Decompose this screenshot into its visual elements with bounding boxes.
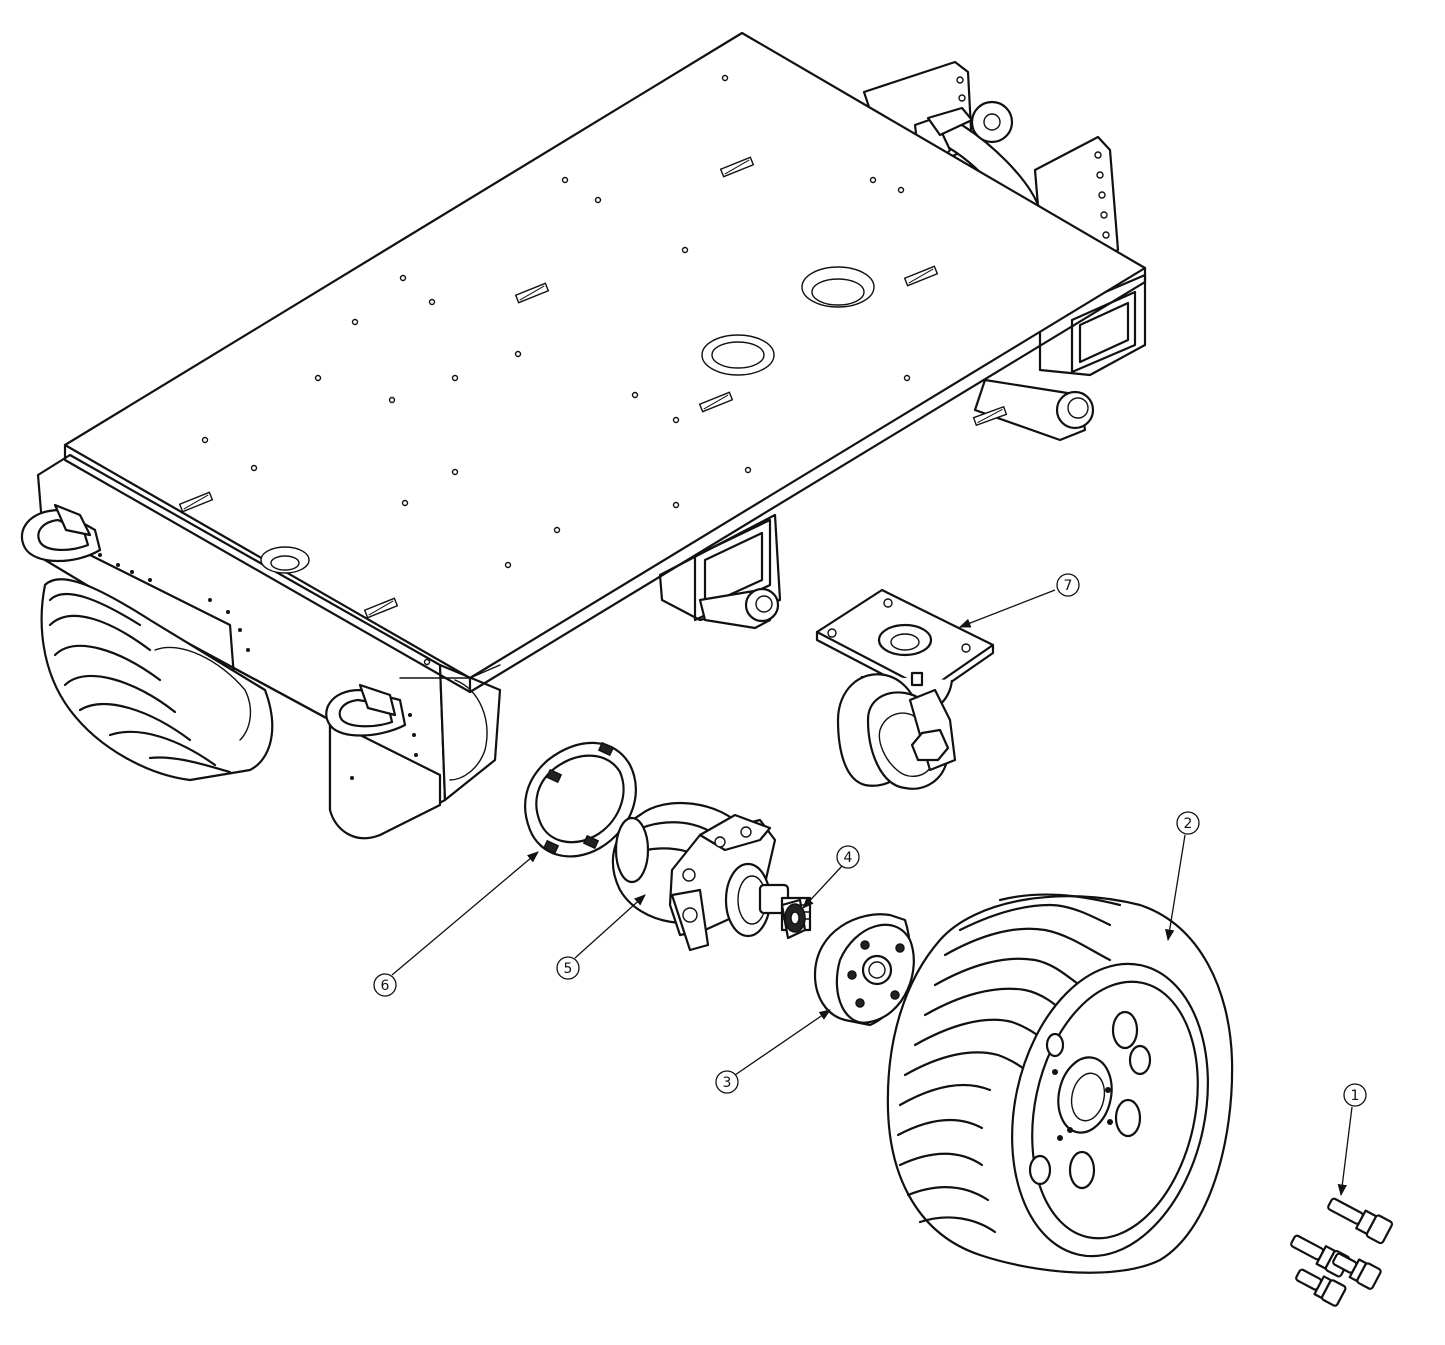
caster-wheel (815, 588, 995, 790)
callout-7-balloon (1056, 573, 1080, 597)
callout-6-balloon (373, 973, 397, 997)
castle-nut (780, 898, 807, 940)
lug-bolts (1290, 1197, 1394, 1307)
chassis-frame (20, 31, 1147, 840)
callout-3-balloon (715, 1070, 739, 1094)
callout-5-label: 5 (564, 961, 573, 977)
hydraulic-motor (611, 801, 812, 952)
drive-wheel (886, 893, 1234, 1274)
callouts: 7 2 4 5 6 3 1 (373, 573, 1367, 1197)
callout-2-balloon (1176, 811, 1200, 835)
callout-1-balloon (1343, 1083, 1367, 1107)
wheel-hub (813, 913, 915, 1027)
deck-features (178, 74, 939, 666)
left-wheel (40, 578, 274, 782)
callout-6-label: 6 (381, 978, 390, 994)
callout-4-label: 4 (844, 850, 853, 866)
callout-5-balloon (556, 956, 580, 980)
callout-3-label: 3 (723, 1075, 732, 1091)
callout-2-label: 2 (1184, 816, 1193, 832)
gasket-ring (524, 741, 637, 858)
tie-down-rings (20, 503, 407, 737)
callout-7-label: 7 (1064, 578, 1073, 594)
side-panel-holes (98, 553, 418, 780)
callout-4-balloon (836, 845, 860, 869)
callout-1-label: 1 (1351, 1088, 1360, 1104)
